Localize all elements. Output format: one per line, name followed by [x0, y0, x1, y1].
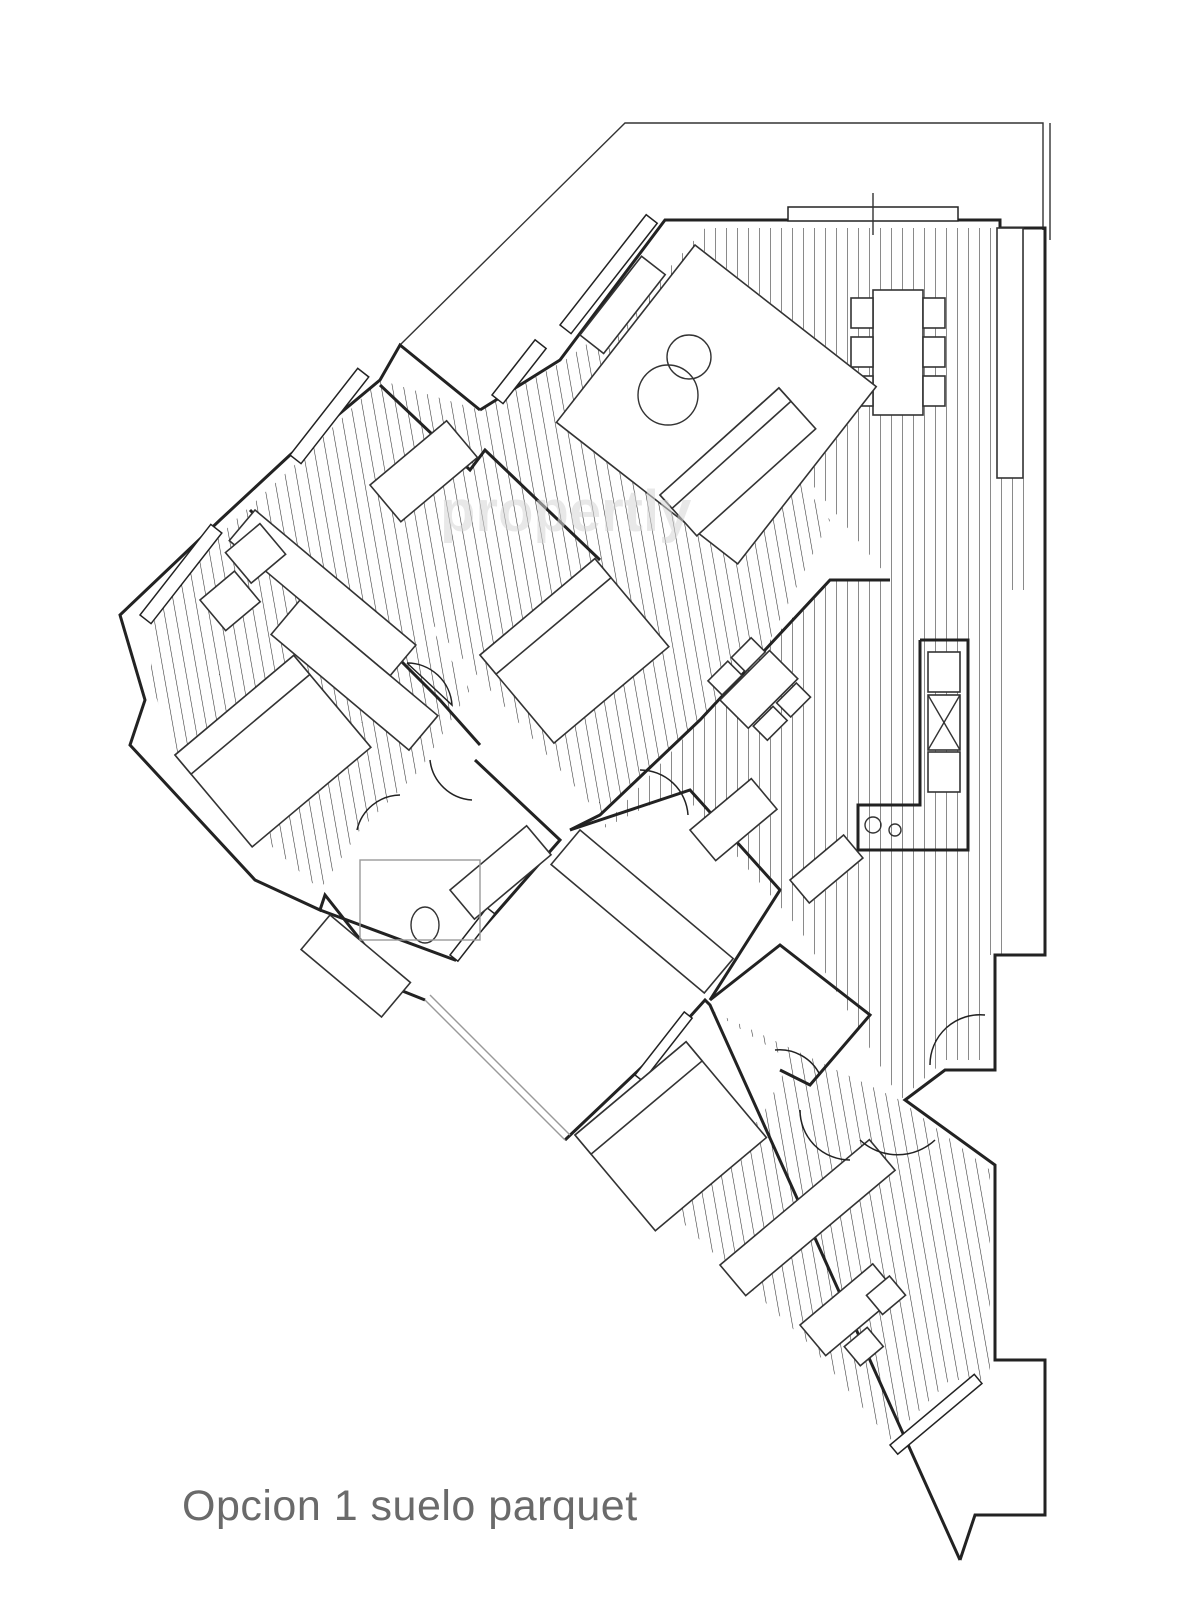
- living-room-floor: [600, 228, 1030, 1100]
- desk-top: [368, 419, 479, 523]
- interior-wall-bath: [319, 758, 563, 962]
- window-northwest-2: [490, 338, 548, 405]
- exterior-wall-south: [563, 997, 962, 1561]
- window-southeast: [888, 1373, 984, 1456]
- bed-left: [173, 654, 372, 849]
- exterior-wall-west: [118, 342, 481, 1002]
- plan-caption: Opcion 1 suelo parquet: [182, 1482, 638, 1530]
- interior-wall-living: [569, 578, 890, 832]
- watermark: propertly: [440, 479, 692, 544]
- balcony-edge-inner: [429, 994, 571, 1136]
- window-bath: [448, 906, 496, 963]
- kitchen-appliances: [864, 651, 961, 837]
- window-west-1: [288, 367, 370, 465]
- desk-bottom: [798, 1262, 907, 1367]
- breakfast-table: [706, 636, 812, 742]
- window-west-2: [138, 523, 223, 625]
- dining-table: [850, 289, 946, 416]
- door-bedroom-bottom[interactable]: [799, 1109, 851, 1161]
- bed-bottom: [573, 1040, 768, 1232]
- door-entrance-1[interactable]: [929, 1014, 986, 1066]
- living-rug: [555, 243, 878, 566]
- interior-wall-bedroom-top: [378, 383, 602, 562]
- door-bedroom-left[interactable]: [406, 662, 453, 707]
- door-bath-2[interactable]: [356, 794, 401, 831]
- coffee-table-round-2: [666, 334, 712, 380]
- balcony-edge: [424, 999, 566, 1141]
- hall-cabinets: [549, 777, 865, 995]
- door-entrance-2[interactable]: [859, 1139, 936, 1156]
- living-shelf: [996, 227, 1024, 479]
- door-hall[interactable]: [639, 769, 689, 816]
- desk-left: [198, 522, 287, 632]
- window-bedroom-bottom: [633, 1010, 694, 1083]
- tv-unit: [578, 255, 667, 355]
- terrace-outline: [399, 122, 1044, 346]
- kitchen-counter: [856, 638, 970, 852]
- window-northwest-1: [558, 213, 659, 335]
- wardrobe-left: [269, 598, 440, 752]
- bathroom: [299, 824, 553, 1019]
- sofa: [658, 386, 817, 538]
- door-utility[interactable]: [774, 1049, 821, 1076]
- wardrobe-bottom: [718, 1138, 897, 1297]
- interior-wall-bedroom-bottom: [709, 943, 873, 1087]
- door-bath-1[interactable]: [429, 759, 473, 801]
- bed-top: [478, 557, 670, 745]
